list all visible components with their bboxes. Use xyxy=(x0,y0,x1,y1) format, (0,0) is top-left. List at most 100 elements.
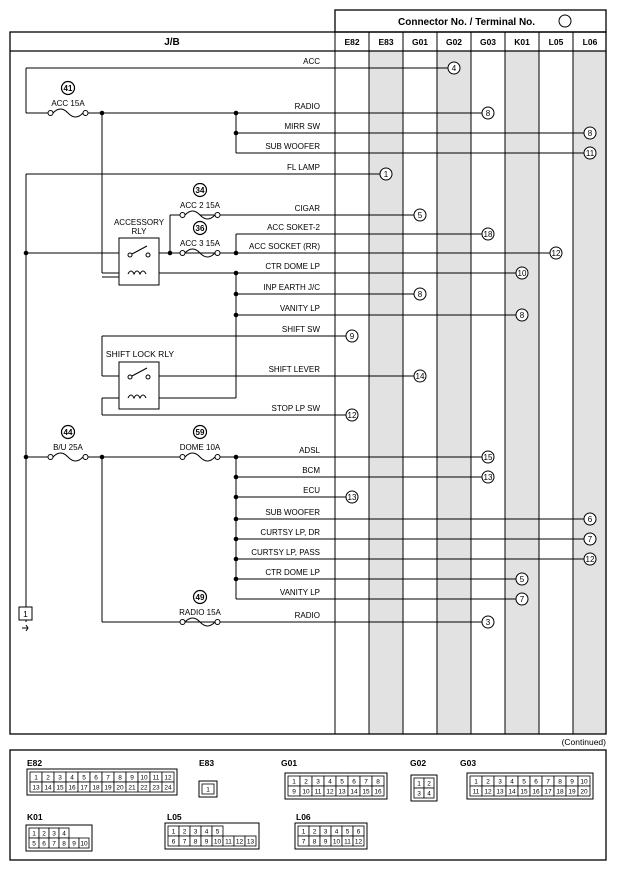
terminal-circle xyxy=(379,167,393,181)
connector-pin-number: 18 xyxy=(92,785,100,792)
terminal-number: 8 xyxy=(520,311,525,320)
fuse-label: ACC 15A xyxy=(51,99,85,108)
arrow-icon xyxy=(22,624,29,632)
fuse-terminal xyxy=(47,454,54,460)
connector-pin-number: 4 xyxy=(510,779,514,786)
column-lines xyxy=(334,32,574,734)
circuit-label: INP EARTH J/C xyxy=(263,283,320,292)
terminal-circle xyxy=(481,470,495,484)
connector-pin-number: 20 xyxy=(580,789,588,796)
column-header-l05: L05 xyxy=(549,37,564,47)
jb-label: J/B xyxy=(164,37,180,48)
connector-pin-number: 3 xyxy=(417,791,421,798)
connector-pin-number: 1 xyxy=(32,831,36,838)
fuse-terminal xyxy=(82,454,89,460)
fuse-number-circle xyxy=(192,589,208,605)
column-shade-l06 xyxy=(573,51,607,734)
terminal-circle xyxy=(481,615,495,629)
fuse-symbol-icon xyxy=(184,210,216,220)
connector-pin-number: 7 xyxy=(546,779,550,786)
shift-lock-relay-label: SHIFT LOCK RLY xyxy=(106,349,175,359)
connector-pin-number: 3 xyxy=(194,829,198,836)
connector-view-label-e82: E82 xyxy=(27,758,42,768)
terminal-number: 3 xyxy=(486,618,491,627)
circuit-label: CURTSY LP, PASS xyxy=(251,548,320,557)
connector-pin-number: 14 xyxy=(350,789,358,796)
connector-pin-number: 10 xyxy=(580,779,588,786)
ground-terminal-number: 1 xyxy=(23,609,28,619)
connector-pin-number: 10 xyxy=(140,775,148,782)
connector-pin-number: 15 xyxy=(362,789,370,796)
terminal-circle xyxy=(345,490,359,504)
terminal-number: 1 xyxy=(384,170,389,179)
connector-pin-number: 8 xyxy=(376,779,380,786)
connector-pin-number: 13 xyxy=(496,789,504,796)
accessory-relay-label-1: ACCESSORY xyxy=(114,218,165,227)
connector-pin-number: 1 xyxy=(292,779,296,786)
junction-dot xyxy=(99,454,105,460)
terminal-number: 7 xyxy=(520,595,525,604)
accessory-relay-label-2: RLY xyxy=(132,227,148,236)
connector-pin-number: 6 xyxy=(357,829,361,836)
fuse-symbol-icon xyxy=(184,617,216,627)
connector-pin-number: 13 xyxy=(247,839,255,846)
connector-pin-number: 11 xyxy=(225,839,232,846)
circuit-label: CTR DOME LP xyxy=(265,568,320,577)
connector-pin-number: 6 xyxy=(534,779,538,786)
terminal-number: 14 xyxy=(416,372,425,381)
connector-view-label-e83: E83 xyxy=(199,758,214,768)
junction-dot xyxy=(233,250,239,256)
circuit-label: ACC SOCKET (RR) xyxy=(249,242,320,251)
fuse-label: ACC 2 15A xyxy=(180,201,221,210)
connector-pin-number: 10 xyxy=(214,839,222,846)
connector-pin-cell xyxy=(201,783,215,795)
connector-pin-cell xyxy=(161,781,175,793)
column-header-e83: E83 xyxy=(378,37,393,47)
connector-pin-number: 7 xyxy=(183,839,187,846)
connector-pin-number: 21 xyxy=(128,785,136,792)
fuse-label: RADIO 15A xyxy=(179,608,221,617)
connector-pin-number: 1 xyxy=(172,829,176,836)
connector-pin-number: 12 xyxy=(326,789,334,796)
terminal-number: 5 xyxy=(418,211,423,220)
junction-dot xyxy=(233,556,239,562)
connector-pin-number: 12 xyxy=(484,789,492,796)
connector-view-label-g03: G03 xyxy=(460,758,476,768)
terminal-number: 9 xyxy=(350,332,355,341)
connector-pin-number: 2 xyxy=(46,775,50,782)
circuit-label: SHIFT SW xyxy=(282,325,321,334)
terminal-circle xyxy=(413,208,427,222)
junction-dot xyxy=(99,110,105,116)
connector-pin-number: 23 xyxy=(152,785,160,792)
terminal-circle xyxy=(481,227,495,241)
connector-pin-number: 1 xyxy=(34,775,38,782)
connector-pin-number: 3 xyxy=(498,779,502,786)
terminal-circle xyxy=(447,61,461,75)
connector-pin-number: 7 xyxy=(52,841,56,848)
connector-pin-number: 1 xyxy=(417,781,421,788)
connector-pin-number: 8 xyxy=(313,839,317,846)
terminal-number: 6 xyxy=(588,515,593,524)
fuse-terminal xyxy=(214,212,221,218)
connector-pin-cell xyxy=(577,785,591,797)
connector-pin-number: 13 xyxy=(338,789,346,796)
terminal-number: 7 xyxy=(588,535,593,544)
connector-pin-number: 4 xyxy=(70,775,74,782)
terminal-number: 5 xyxy=(520,575,525,584)
connector-pin-number: 4 xyxy=(62,831,66,838)
connector-pin-number: 2 xyxy=(313,829,317,836)
terminal-number: 15 xyxy=(484,453,493,462)
connector-pin-number: 3 xyxy=(324,829,328,836)
terminal-number: 10 xyxy=(518,269,527,278)
circuit-label: STOP LP SW xyxy=(272,404,321,413)
connector-pin-number: 5 xyxy=(346,829,350,836)
terminal-number: 8 xyxy=(418,290,423,299)
connector-pin-number: 11 xyxy=(473,789,480,796)
circuit-label: CIGAR xyxy=(295,204,321,213)
terminal-circle xyxy=(481,106,495,120)
connector-pin-number: 2 xyxy=(486,779,490,786)
circuit-label: SUB WOOFER xyxy=(265,508,320,517)
circuit-label: SUB WOOFER xyxy=(265,142,320,151)
fuse-terminal xyxy=(179,212,186,218)
